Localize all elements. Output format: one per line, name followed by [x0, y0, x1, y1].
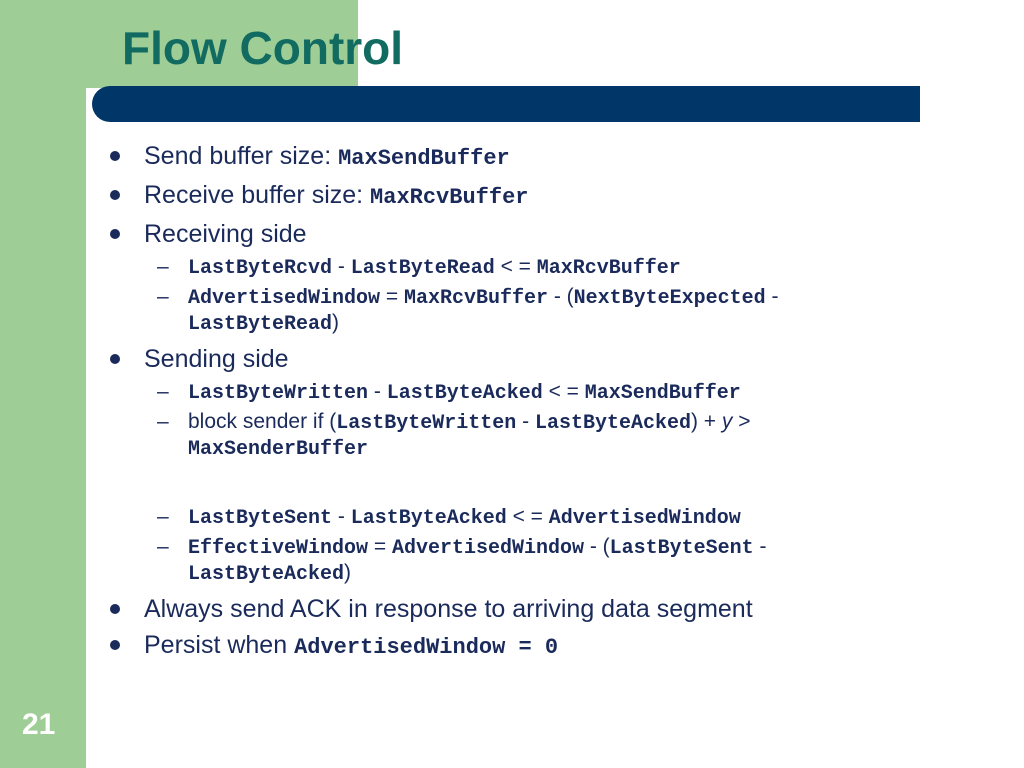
bullet-receiving-side: Receiving side — [100, 216, 930, 252]
operator: - — [332, 505, 351, 528]
dash-icon: – — [157, 285, 169, 308]
operator: - — [332, 255, 351, 278]
bullet-text: Receive buffer size: — [144, 181, 371, 209]
code-term: MaxSendBuffer — [338, 146, 510, 171]
code-term: MaxRcvBuffer — [403, 287, 548, 310]
bullet-dot-icon — [110, 190, 120, 200]
bullet-send-buffer: Send buffer size: MaxSendBuffer — [100, 138, 930, 177]
operator: ) — [332, 311, 340, 334]
sub-bullet-advertised-window: – AdvertisedWindow = MaxRcvBuffer - (Nex… — [100, 285, 930, 337]
bullet-text: Sending side — [144, 345, 289, 373]
dash-icon: – — [157, 380, 169, 403]
sub-bullet-sent-constraint: – LastByteSent - LastByteAcked < = Adver… — [100, 505, 930, 531]
code-term: EffectiveWindow — [188, 537, 369, 560]
operator: - — [368, 380, 387, 403]
sub-bullet-effective-window: – EffectiveWindow = AdvertisedWindow - (… — [100, 535, 930, 587]
slide-title: Flow Control — [122, 22, 404, 74]
code-term: AdvertisedWindow = 0 — [294, 635, 559, 660]
bullet-dot-icon — [110, 604, 120, 614]
operator: = — [380, 285, 404, 308]
code-term: LastByteRead — [188, 313, 333, 336]
code-term: MaxRcvBuffer — [370, 185, 529, 210]
code-term: LastByteAcked — [188, 563, 345, 586]
code-term: LastByteAcked — [534, 412, 691, 435]
code-term: LastByteAcked — [350, 507, 507, 530]
sub-bullet-receive-constraint: – LastByteRcvd - LastByteRead < = MaxRcv… — [100, 255, 930, 281]
dash-icon: – — [157, 535, 169, 558]
bullet-text: Persist when — [144, 631, 295, 659]
operator: - — [765, 285, 779, 308]
bullet-sending-side: Sending side — [100, 341, 930, 377]
bullet-dot-icon — [110, 151, 120, 161]
operator: < = — [506, 505, 549, 528]
variable-y: y — [721, 410, 733, 433]
sub-bullet-send-constraint: – LastByteWritten - LastByteAcked < = Ma… — [100, 380, 930, 406]
bullet-always-send-ack: Always send ACK in response to arriving … — [100, 591, 930, 627]
operator: = — [368, 535, 392, 558]
operator: < = — [494, 255, 537, 278]
operator: - ( — [548, 285, 574, 308]
dash-icon: – — [157, 410, 169, 433]
code-term: LastByteWritten — [336, 412, 517, 435]
bullet-persist: Persist when AdvertisedWindow = 0 — [100, 627, 930, 666]
bullet-text: Send buffer size: — [144, 142, 339, 170]
code-term: LastByteWritten — [188, 382, 369, 405]
operator: < = — [542, 380, 585, 403]
code-term: MaxSendBuffer — [584, 382, 741, 405]
slide-content: Send buffer size: MaxSendBuffer Receive … — [100, 138, 930, 666]
spacer — [100, 466, 930, 502]
top-decorative-band — [86, 0, 358, 88]
code-term: AdvertisedWindow — [188, 287, 381, 310]
code-term: LastByteAcked — [386, 382, 543, 405]
sub-bullet-block-sender: – block sender if (LastByteWritten - Las… — [100, 410, 930, 462]
code-term: AdvertisedWindow — [391, 537, 584, 560]
operator: - — [516, 410, 535, 433]
code-term: LastByteSent — [188, 507, 333, 530]
dash-icon: – — [157, 255, 169, 278]
code-term: LastByteRcvd — [188, 257, 333, 280]
operator: ) + — [690, 410, 722, 433]
code-term: LastByteRead — [350, 257, 495, 280]
bullet-dot-icon — [110, 229, 120, 239]
operator: > — [732, 410, 751, 433]
sub-bullet-text: block sender if ( — [188, 410, 337, 433]
dash-icon: – — [157, 505, 169, 528]
bullet-receive-buffer: Receive buffer size: MaxRcvBuffer — [100, 177, 930, 216]
code-term: MaxRcvBuffer — [536, 257, 681, 280]
code-term: AdvertisedWindow — [548, 507, 741, 530]
left-decorative-band — [0, 0, 86, 768]
code-term: NextByteExpected — [573, 287, 766, 310]
operator: - ( — [584, 535, 610, 558]
bullet-text: Always send ACK in response to arriving … — [144, 595, 753, 623]
title-underline-bar — [92, 86, 920, 122]
code-term: MaxSenderBuffer — [188, 438, 369, 461]
bullet-text: Receiving side — [144, 220, 307, 248]
bullet-dot-icon — [110, 354, 120, 364]
bullet-dot-icon — [110, 640, 120, 650]
operator: - — [753, 535, 767, 558]
code-term: LastByteSent — [609, 537, 754, 560]
page-number: 21 — [22, 708, 56, 741]
operator: ) — [344, 561, 352, 584]
